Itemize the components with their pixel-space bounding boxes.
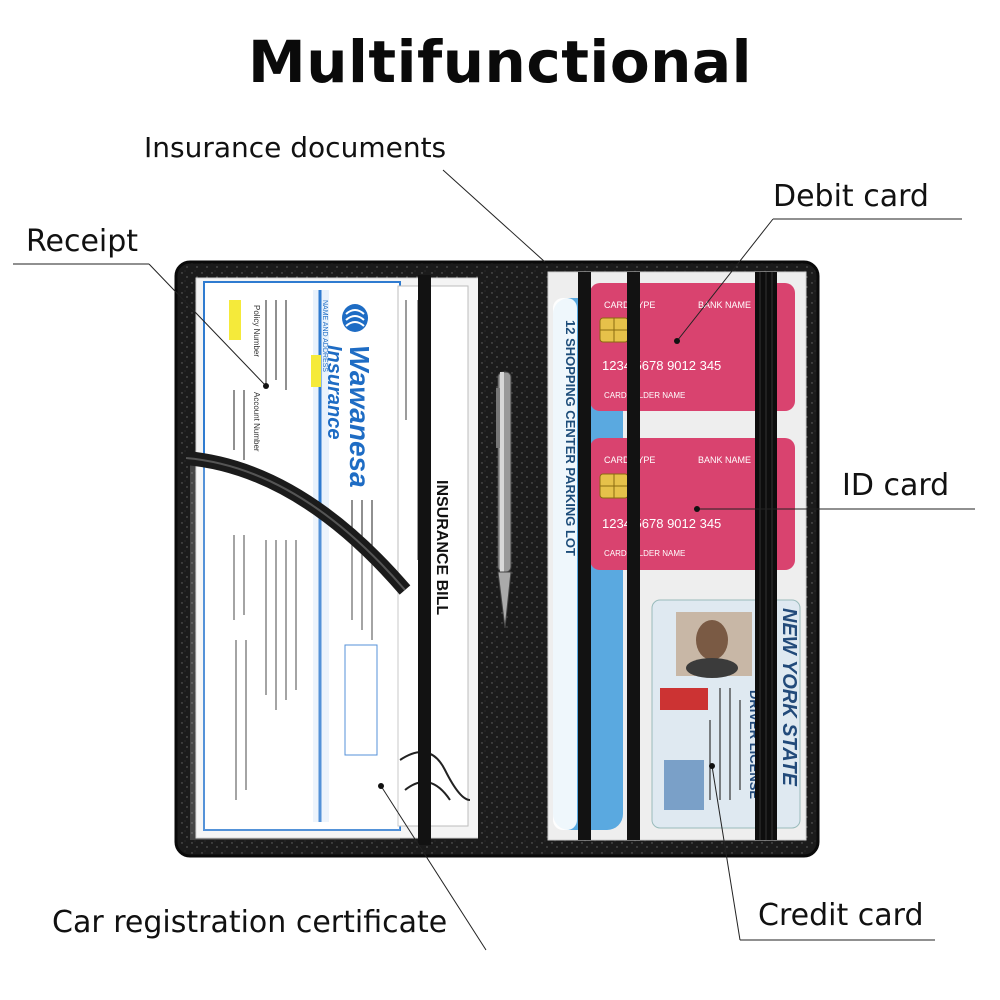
id-card: NEW YORK STATE DRIVER LICENSE bbox=[651, 599, 801, 829]
callout-dots bbox=[263, 338, 715, 789]
insurance-bill-label: INSURANCE BILL bbox=[433, 480, 450, 615]
wallet-spine bbox=[478, 270, 548, 850]
insurance-bill: INSURANCE BILL bbox=[433, 480, 450, 615]
callout-insurance-documents: Insurance documents bbox=[144, 131, 447, 164]
receipt-header: NAME AND ADDRESS bbox=[321, 300, 328, 372]
pen-icon bbox=[496, 371, 512, 629]
license-state: NEW YORK STATE bbox=[778, 608, 800, 786]
callout-car-registration: Car registration certificate bbox=[52, 905, 448, 940]
callout-id-card: ID card bbox=[842, 468, 950, 503]
shopping-card-text: 12 SHOPPING CENTER PARKING LOT bbox=[563, 320, 578, 556]
card2-number: 1234 5678 9012 345 bbox=[602, 516, 721, 531]
elastic-strap-1 bbox=[578, 272, 591, 840]
card1-holder: CARDHOLDER NAME bbox=[604, 391, 685, 400]
callout-receipt: Receipt bbox=[26, 224, 139, 259]
callout-credit-card: Credit card bbox=[758, 898, 924, 933]
card1-number: 1234 5678 9012 345 bbox=[602, 358, 721, 373]
receipt-brand-2: Insurance bbox=[323, 345, 345, 439]
elastic-strap-2 bbox=[627, 272, 640, 840]
callout-debit-card: Debit card bbox=[773, 179, 929, 214]
receipt-brand-1: Wawanesa bbox=[344, 345, 375, 488]
page-title: Multifunctional bbox=[248, 28, 752, 96]
left-elastic-strap bbox=[418, 275, 431, 845]
card2-holder: CARDHOLDER NAME bbox=[604, 549, 685, 558]
callout-leader-lines bbox=[13, 169, 975, 951]
card2-bank: BANK NAME bbox=[698, 455, 751, 465]
receipt-account-label: Account Number bbox=[252, 392, 261, 452]
receipt-policy-label: Policy Number bbox=[252, 305, 261, 357]
card1-bank: BANK NAME bbox=[698, 300, 751, 310]
